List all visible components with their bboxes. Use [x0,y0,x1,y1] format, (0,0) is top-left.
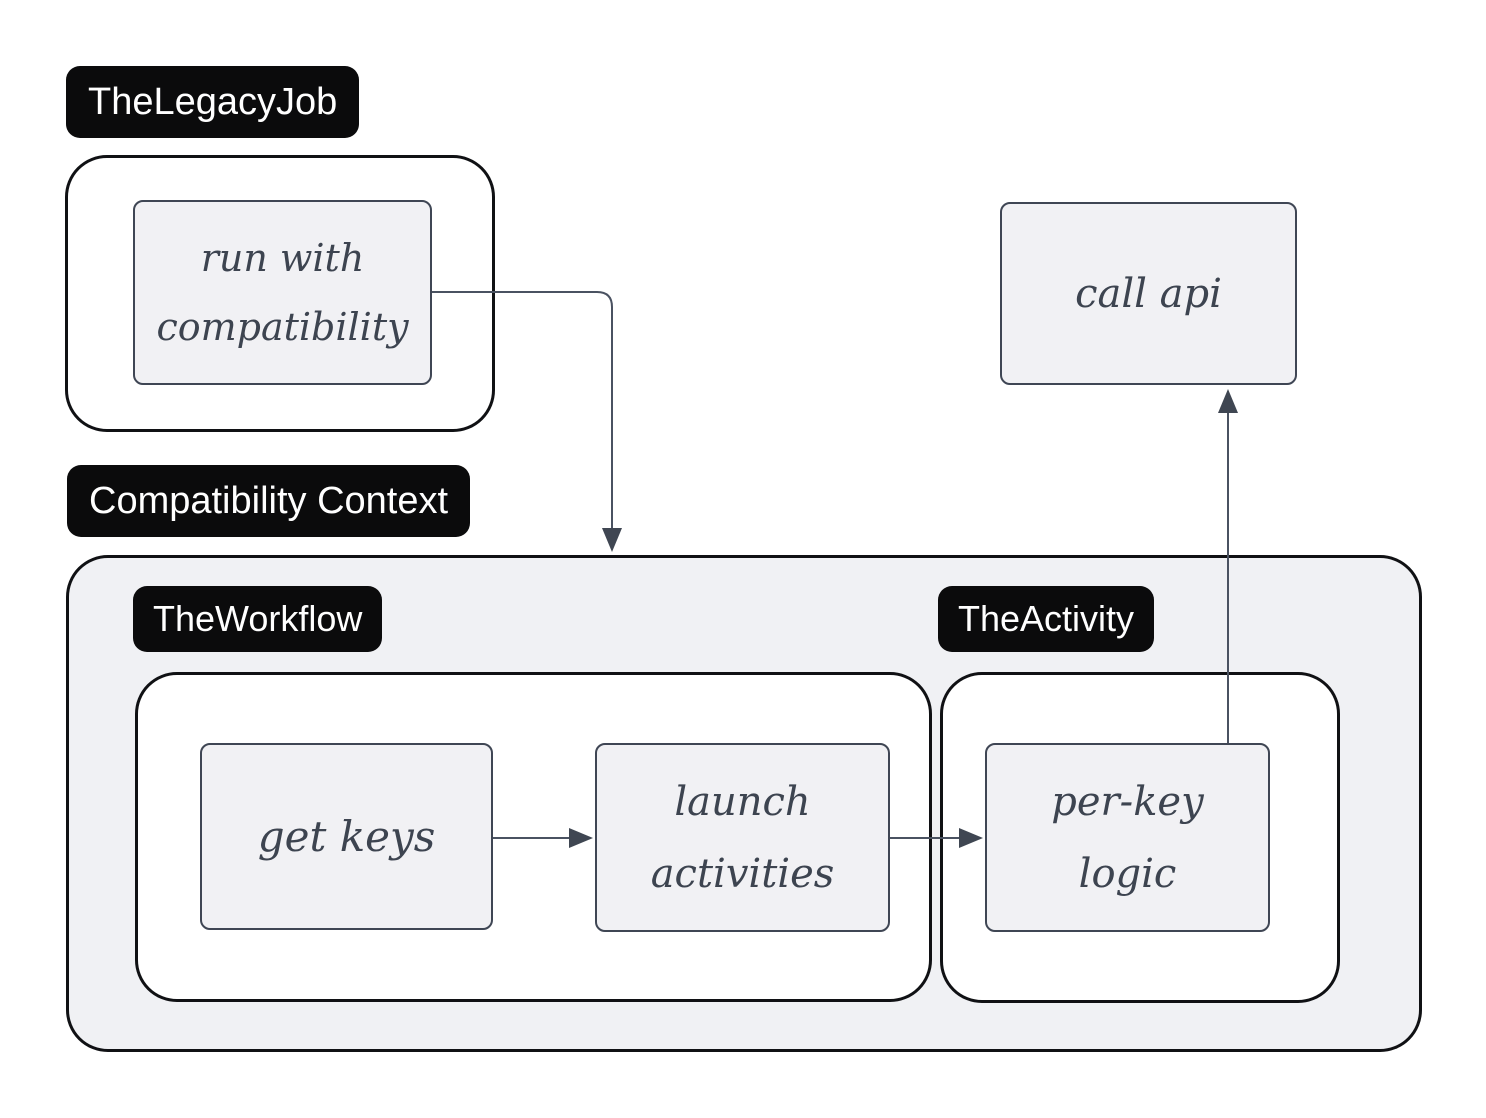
run-with-compatibility-node: run with compatibility [133,200,432,385]
legacy-job-label: TheLegacyJob [66,66,360,138]
launch-activities-node: launch activities [595,743,890,932]
activity-label: TheActivity [938,586,1155,652]
compatibility-context-label: Compatibility Context [67,465,471,537]
workflow-label: TheWorkflow [133,586,383,652]
arrowhead-run-with-compatibility-to-compatibility-context [602,528,622,552]
per-key-logic-node: per-key logic [985,743,1270,932]
get-keys-node: get keys [200,743,493,930]
call-api-node: call api [1000,202,1297,385]
arrowhead-per-key-logic-to-call-api [1218,389,1238,413]
